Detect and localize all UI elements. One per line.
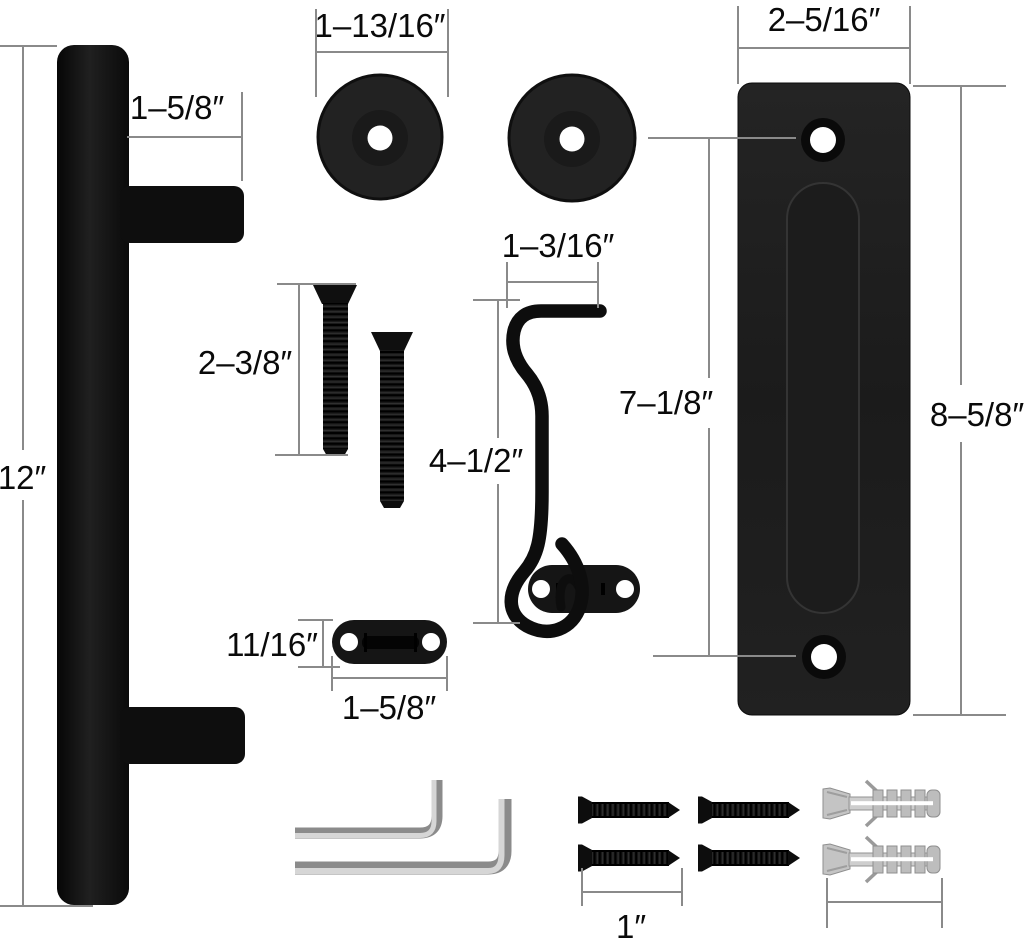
plate-hole-bottom [811,644,837,670]
dim-flush-plate-width: 2–5/16″ [737,1,911,84]
dim-bolt-length: 2–3/8″ [198,283,356,456]
wood-screws [578,796,800,872]
handle-bar [57,45,129,905]
wall-anchors [821,779,942,884]
oval-plate-hole-left [340,633,358,651]
wood-screw-3 [578,844,680,872]
dimension-label-flush-plate-width: 2–5/16″ [768,1,881,38]
handle-top-post [120,186,244,243]
oval-plate-hole-right [422,633,440,651]
allen-key-highlight [295,780,437,838]
dimension-label-bolt-length: 2–3/8″ [198,344,293,381]
rose-hole [559,126,585,152]
dim-wood-screw-length: 1″ [581,868,683,944]
dim-handle-projection: 1–5/8″ [127,89,243,181]
dim-catch-plate-height: 11/16″ [226,619,340,668]
dim-catch-plate-width: 1–5/8″ [331,656,448,726]
oval-catch-plate [332,620,447,664]
bolt-shaft [380,350,404,501]
eye-mark-right [601,583,605,595]
dimension-label-rose-diameter: 1–13/16″ [315,7,446,44]
dimension-label-handle-length: 12″ [0,459,47,496]
rose-hole [367,125,393,151]
oval-plate-slot [362,636,419,649]
slot-end-left [364,633,367,652]
dim-anchor-length [826,878,943,928]
rose-disc-right [507,73,637,203]
bolt-head [371,332,413,351]
mounting-bolt-right [371,332,413,508]
dimension-label-catch-plate-width: 1–5/8″ [342,689,437,726]
handle-bottom-post [120,707,245,764]
dim-rose-diameter: 1–13/16″ [315,7,449,97]
dimension-label-wood-screw-length: 1″ [616,908,646,944]
mounting-bolt-left [313,285,357,456]
dimension-label-hook-opening-width: 1–3/16″ [502,227,615,264]
plate-hole-top [810,127,836,153]
bolt-tip [380,501,404,508]
rose-disc-left [316,73,444,201]
catch-plate-hole-left [532,580,550,598]
dimension-label-plate-hole-spacing: 7–1/8″ [619,384,714,421]
dimension-label-hook-height: 4–1/2″ [429,442,524,479]
wall-anchor-1 [821,779,942,828]
door-pull-handle [57,45,245,905]
bolt-head [313,285,357,304]
dimension-label-flush-plate-height: 8–5/8″ [930,396,1024,433]
allen-key-small [295,780,443,839]
dim-flush-plate-height: 8–5/8″ [913,85,1024,716]
allen-key-body [295,780,443,839]
wood-screw-2 [698,796,800,824]
wood-screw-4 [698,844,800,872]
slot-end-right [414,633,417,652]
dim-hook-opening-width: 1–3/16″ [502,227,615,308]
dim-plate-hole-spacing: 7–1/8″ [619,137,796,657]
wood-screw-1 [578,796,680,824]
dim-hook-height: 4–1/2″ [429,299,524,624]
allen-key-highlight [295,799,505,874]
flush-pull-plate [737,82,911,716]
catch-plate-hole-right [616,580,634,598]
allen-key-large [295,799,512,875]
dimension-label-catch-plate-height: 11/16″ [226,626,318,663]
cabin-hook [504,304,607,639]
bolt-shaft [323,303,348,449]
wall-anchor-2 [821,835,942,884]
plate-recess [786,182,860,614]
dim-handle-length: 12″ [0,45,93,907]
dimension-label-handle-projection: 1–5/8″ [130,89,225,126]
